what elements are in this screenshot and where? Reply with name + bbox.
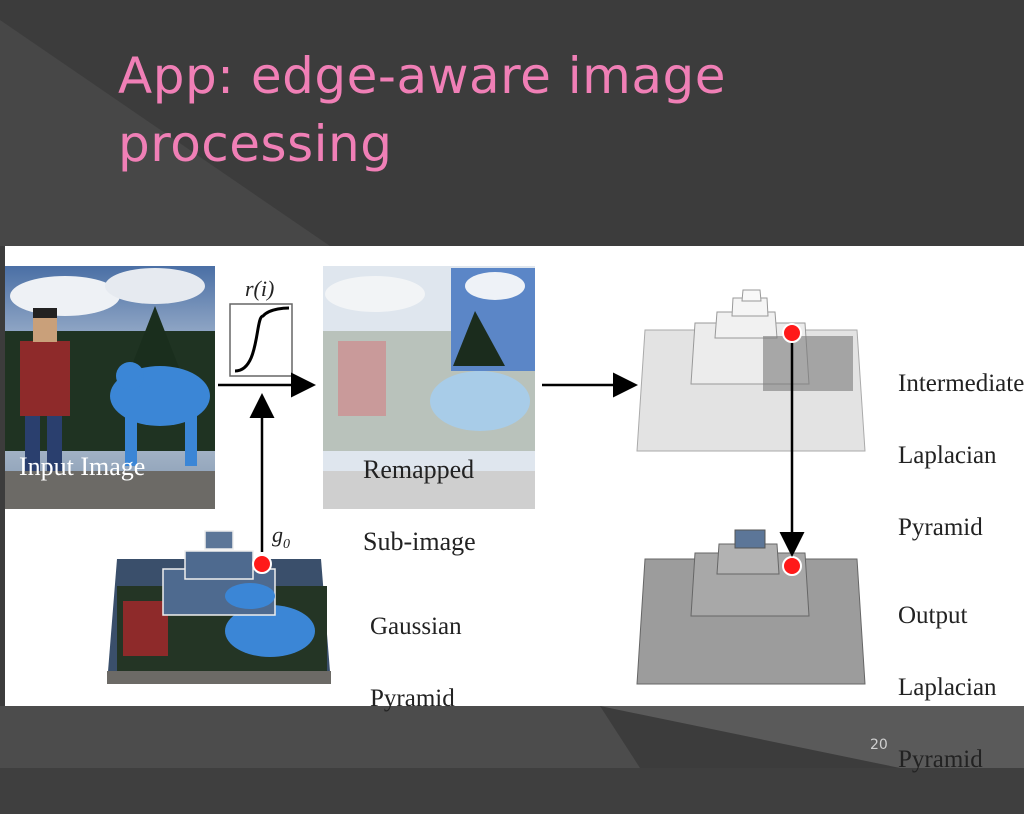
intermediate-laplacian-pyramid [636,289,866,452]
remap-function-plot [229,303,293,377]
remapped-label-line-1: Remapped [363,455,475,484]
title-line-2: processing [118,115,393,173]
intermediate-label-line-3: Pyramid [898,514,983,541]
output-pyramid-label: Output Laplacian Pyramid [873,562,997,814]
remapped-sub-image-label: Remapped Sub-image [337,416,476,596]
output-label-line-2: Laplacian [898,674,997,701]
gaussian-pyramid-label: Gaussian Pyramid [345,573,462,753]
gaussian-label-line-1: Gaussian [370,613,462,640]
gaussian-pyramid [107,530,331,684]
intermediate-pyramid-label: Intermediate Laplacian Pyramid [873,330,1024,582]
remapped-label-line-2: Sub-image [363,527,476,556]
output-label-line-3: Pyramid [898,746,983,773]
gaussian-label-line-2: Pyramid [370,685,455,712]
intermediate-label-line-1: Intermediate [898,370,1024,397]
output-laplacian-pyramid [636,529,866,685]
page-number: 20 [870,737,888,753]
slide-title: App: edge-aware image processing [118,42,978,178]
g0-label: g0 [272,522,290,552]
title-line-1: App: edge-aware image [118,47,726,105]
input-image-label: Input Image [19,452,146,481]
intermediate-label-line-2: Laplacian [898,442,997,469]
remap-function-label: r(i) [245,276,274,301]
remapped-sub-image [323,266,535,509]
pipeline-diagram: r(i) g0 [5,266,866,685]
input-image [5,266,215,509]
output-label-line-1: Output [898,602,968,629]
pipeline-figure: r(i) g0 [5,246,1024,773]
